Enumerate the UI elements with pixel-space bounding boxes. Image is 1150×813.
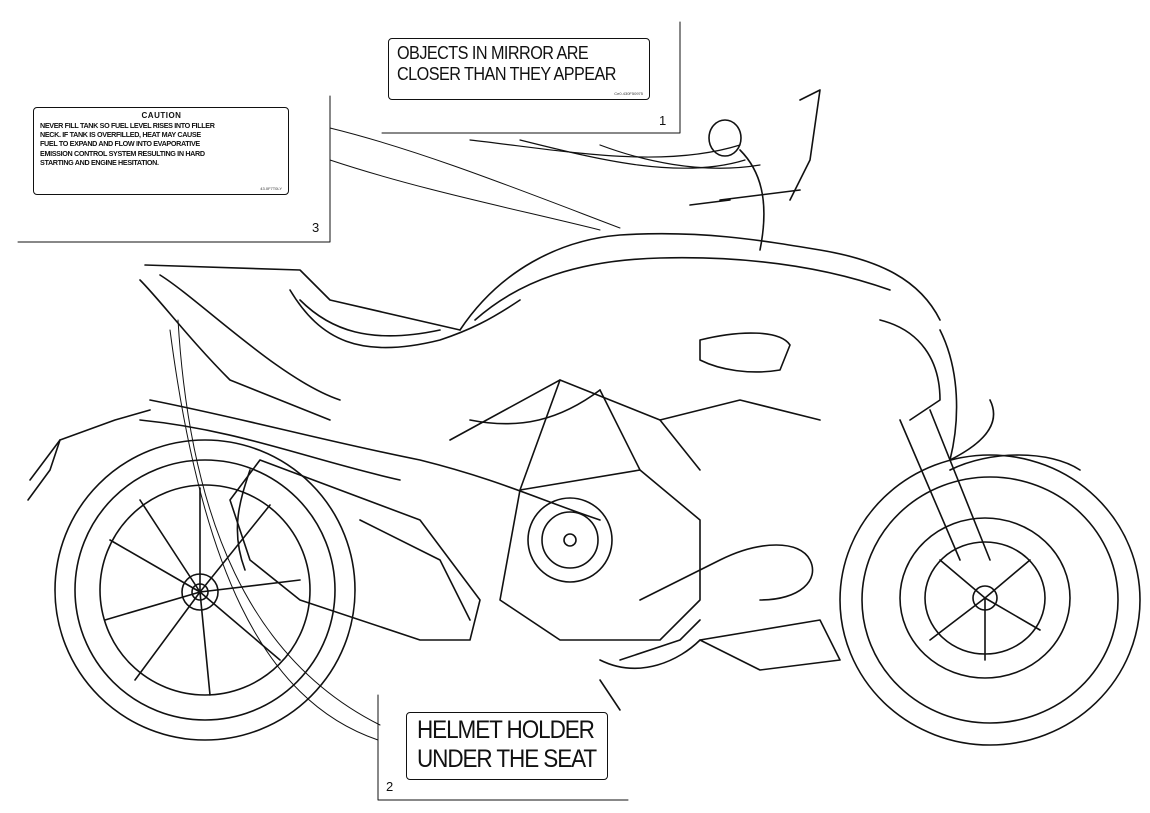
exhaust xyxy=(229,459,481,641)
leader-3 xyxy=(329,127,621,229)
callout-frame-1 xyxy=(381,21,681,134)
caution-text: NEVER FILL TANK SO FUEL LEVEL RISES INTO… xyxy=(40,121,215,167)
leader-2b xyxy=(169,329,379,741)
front-fork xyxy=(899,409,991,561)
callout-frame-3 xyxy=(17,95,331,243)
leader-3b xyxy=(329,159,601,231)
front-wheel xyxy=(839,454,1141,746)
fuel-caution-label: CAUTION NEVER FILL TANK SO FUEL LEVEL RI… xyxy=(33,107,289,195)
callout-frame-2 xyxy=(377,694,629,801)
callout-number-1: 1 xyxy=(659,113,667,128)
mirror-label-line1: OBJECTS IN MIRROR ARE xyxy=(397,43,589,63)
callout-number-2: 2 xyxy=(386,779,394,794)
mirror-label-line2: CLOSER THAN THEY APPEAR xyxy=(397,64,617,84)
helmet-holder-label: HELMET HOLDER UNDER THE SEAT xyxy=(406,712,608,780)
callout-number-3: 3 xyxy=(312,220,320,235)
leader-2 xyxy=(177,319,381,726)
mirror-warning-label: OBJECTS IN MIRROR ARE CLOSER THAN THEY A… xyxy=(388,38,650,100)
mirror xyxy=(708,119,742,157)
helmet-label-line2: UNDER THE SEAT xyxy=(417,745,597,773)
mirror-label-code: Ce0.430F50975 xyxy=(614,91,643,96)
helmet-label-line1: HELMET HOLDER xyxy=(417,716,595,744)
rear-wheel xyxy=(54,439,356,741)
clutch-cover xyxy=(527,497,613,583)
caution-label-code: 43.0F7T0LY xyxy=(260,186,282,191)
caution-title: CAUTION xyxy=(141,111,182,120)
